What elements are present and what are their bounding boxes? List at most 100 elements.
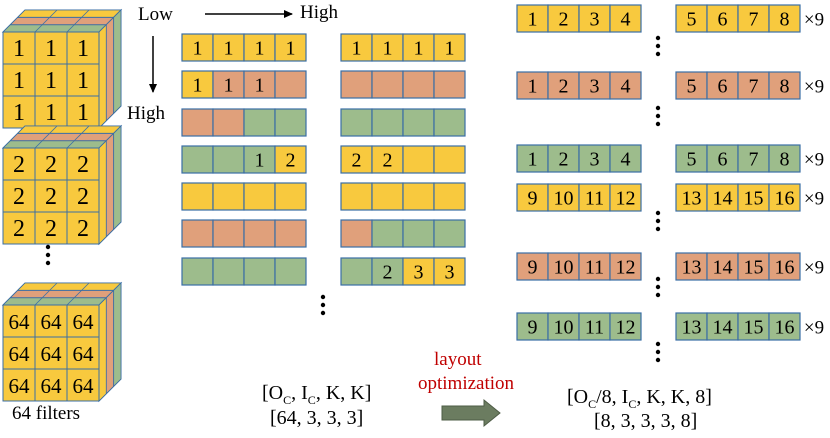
right-cell-value: 14 — [713, 257, 733, 279]
right-cell-value: 5 — [687, 76, 697, 98]
right-cell — [706, 312, 739, 341]
right-ellipsis — [655, 341, 661, 347]
right-cell — [706, 4, 739, 33]
cube-front-cell — [66, 304, 100, 338]
cube-cell-value: 1 — [77, 36, 89, 62]
middle-cell — [181, 257, 214, 286]
cube-top-stripe — [16, 9, 122, 18]
right-cell-value: 3 — [590, 76, 600, 98]
cube-top-stripe — [2, 24, 108, 33]
right-cell — [578, 4, 611, 33]
cube-cell-value: 64 — [73, 374, 95, 398]
right-cell — [609, 183, 642, 212]
cube-cell-value: 2 — [45, 216, 57, 242]
right-cell-value: 8 — [780, 76, 790, 98]
right-cell-value: 3 — [590, 9, 600, 31]
middle-cell — [402, 257, 435, 286]
cube-front-cell — [2, 63, 36, 97]
cube-front-cell — [66, 147, 100, 181]
right-cell — [578, 252, 611, 281]
cube-cell-value: 64 — [73, 342, 95, 366]
cube-front-cell — [66, 336, 100, 370]
right-cell — [706, 183, 739, 212]
middle-cell — [402, 219, 435, 248]
right-cell — [768, 71, 801, 100]
right-cell — [578, 144, 611, 173]
middle-cell — [181, 219, 214, 248]
shape-before-line2: [64, 3, 3, 3] — [270, 407, 364, 429]
middle-ellipsis — [320, 310, 326, 316]
right-cell-value: 15 — [744, 188, 764, 210]
times-9-label: ×9 — [804, 318, 824, 339]
right-ellipsis — [655, 284, 661, 290]
middle-cell — [433, 70, 466, 99]
middle-cell — [371, 33, 404, 62]
cube-cell-value: 64 — [73, 310, 95, 334]
middle-cell — [243, 108, 276, 137]
right-ellipsis — [655, 226, 661, 232]
middle-cell — [243, 182, 276, 211]
cube-top-grid — [34, 125, 58, 149]
right-cell-value: 11 — [585, 257, 604, 279]
right-cell — [737, 144, 770, 173]
right-cell-value: 8 — [780, 149, 790, 171]
right-cell-value: 14 — [713, 188, 733, 210]
middle-cell — [402, 182, 435, 211]
cube-cell-value: 1 — [77, 100, 89, 126]
cube-front-cell — [34, 368, 68, 402]
cube-front-cell — [2, 211, 36, 245]
cube-front-cell — [66, 179, 100, 213]
right-cell — [768, 183, 801, 212]
right-ellipsis — [655, 105, 661, 111]
cube-cell-value: 2 — [45, 152, 57, 178]
right-cell — [609, 252, 642, 281]
middle-cell — [340, 145, 373, 174]
cube-cell-value: 1 — [45, 36, 57, 62]
cube-cell-value: 1 — [13, 36, 25, 62]
cube-cell-value: 2 — [13, 152, 25, 178]
cube-top-grid — [34, 282, 58, 306]
middle-cell — [433, 257, 466, 286]
cube-side-stripe — [113, 125, 122, 231]
right-cell — [516, 71, 549, 100]
right-cell-value: 1 — [528, 149, 538, 171]
right-cell-value: 11 — [585, 317, 604, 339]
right-cell — [737, 71, 770, 100]
cube-cell-value: 2 — [13, 216, 25, 242]
shape-after-line2: [8, 3, 3, 3, 8] — [594, 410, 698, 432]
cubes-ellipsis — [45, 244, 51, 250]
middle-cell — [340, 182, 373, 211]
right-cell-value: 7 — [749, 76, 759, 98]
cube-cell-value: 2 — [77, 184, 89, 210]
middle-cell-value: 1 — [255, 38, 265, 60]
cube-side-stripe — [105, 289, 115, 395]
middle-cell — [212, 33, 245, 62]
middle-cell-value: 1 — [193, 38, 203, 60]
right-ellipsis — [655, 357, 661, 363]
cube-top-stripe — [2, 140, 108, 149]
right-ellipsis — [655, 292, 661, 298]
middle-cell — [340, 108, 373, 137]
middle-cell — [371, 182, 404, 211]
middle-cell — [402, 33, 435, 62]
times-9-label: ×9 — [804, 258, 824, 279]
cube-side-stripe — [98, 23, 107, 129]
right-cell-value: 6 — [718, 9, 728, 31]
right-cell — [578, 183, 611, 212]
right-cell-value: 7 — [749, 149, 759, 171]
cube-cell-value: 2 — [13, 184, 25, 210]
times-9-label: ×9 — [804, 77, 824, 98]
times-9-label: ×9 — [804, 10, 824, 31]
middle-cell — [274, 257, 307, 286]
cube-side-stripe — [98, 139, 107, 245]
middle-cell-value: 1 — [224, 38, 234, 60]
right-cell-value: 5 — [687, 149, 697, 171]
middle-cell-value: 1 — [255, 150, 265, 172]
right-cell — [516, 183, 549, 212]
cube-cell-value: 2 — [77, 216, 89, 242]
right-cell-value: 1 — [528, 76, 538, 98]
right-cell-value: 5 — [687, 9, 697, 31]
